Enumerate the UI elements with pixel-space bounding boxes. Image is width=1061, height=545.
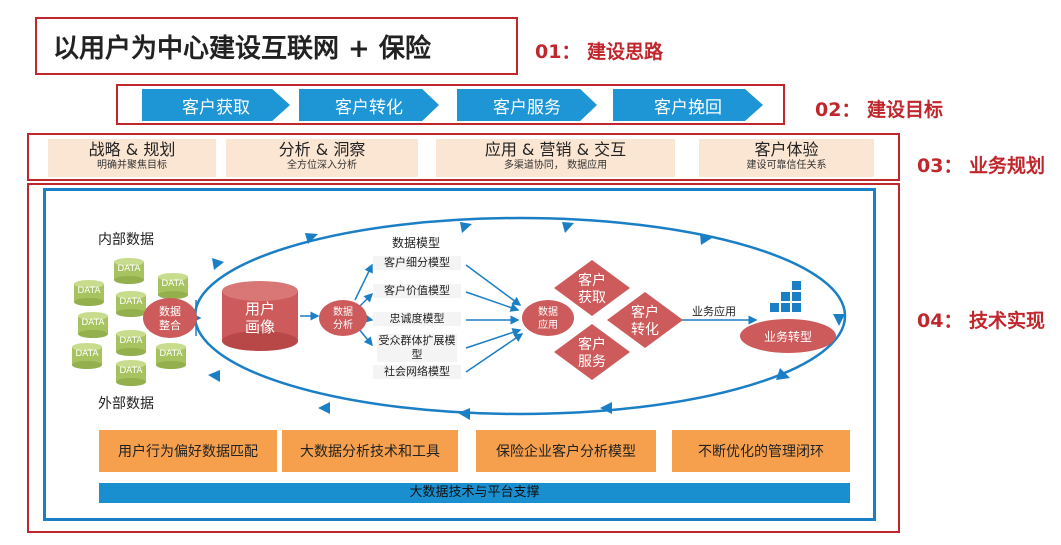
transform-text: 业务转型 [764,329,812,344]
convert-text-2: 转化 [631,322,659,338]
page-title: 以用户为中心建设互联网 + 保险 [53,34,431,64]
goal-service: 客户服务 [457,89,597,121]
acquire-text-2: 获取 [578,290,606,306]
data-label: DATA [119,366,143,376]
plan-subtitle: 全方位深入分析 [287,160,357,171]
acquire-diamond [554,260,630,316]
goals-box [116,84,785,125]
data-label: DATA [75,349,99,359]
data-label: DATA [77,286,101,296]
tech-inner-frame [43,188,876,521]
section-label-4: 04： 技术实现 [917,310,1046,332]
data-label: DATA [119,336,143,346]
data-cylinders [72,258,188,386]
integrate-text-2: 整合 [159,318,181,332]
platform-bar: 大数据技术与平台支撑 [99,483,850,503]
planning-box [27,133,900,181]
tech-box-behavior: 用户行为偏好数据匹配 [99,430,277,472]
convert-text-1: 客户 [631,304,659,321]
data-label: DATA [117,264,141,274]
analysis-text-1: 数据 [333,305,353,318]
data-label: DATA [119,297,143,307]
goal-winback: 客户挽回 [613,89,763,121]
data-cylinder-labels: DATA DATA DATA DATA DATA DATA DATA DATA … [75,264,185,376]
plan-card-application: 应用 & 营销 & 交互 多渠道协同， 数据应用 [436,139,675,177]
models-title: 数据模型 [392,236,441,250]
application-circle [522,300,574,336]
section-label-1: 01： 建设思路 [535,41,664,63]
model-segmentation: 客户细分模型 [373,256,461,270]
application-text-1: 数据 [538,305,558,318]
plan-title: 战略 & 规划 [88,140,176,159]
goal-convert: 客户转化 [299,89,439,121]
convert-diamond [607,292,683,348]
business-app-label: 业务应用 [692,305,736,318]
internal-data-label: 内部数据 [98,232,154,248]
model-loyalty: 忠诚度模型 [373,312,461,326]
plan-card-analysis: 分析 & 洞察 全方位深入分析 [226,139,418,177]
user-portrait-cylinder [222,281,298,351]
plan-card-strategy: 战略 & 规划 明确并聚焦目标 [48,139,216,177]
tech-box-model: 保险企业客户分析模型 [476,430,656,472]
service-diamond [554,324,630,380]
integrate-text-1: 数据 [159,304,181,318]
analysis-text-2: 分析 [333,318,353,331]
model-value: 客户价值模型 [373,284,461,298]
goal-acquire: 客户获取 [142,89,290,121]
tech-box-bigdata: 大数据分析技术和工具 [282,430,458,472]
section-label-3: 03： 业务规划 [917,155,1046,177]
transform-ellipse [740,319,836,353]
plan-subtitle: 建设可靠信任关系 [746,160,827,171]
application-text-2: 应用 [538,318,558,331]
data-label: DATA [81,318,105,328]
plan-card-experience: 客户体验 建设可靠信任关系 [699,139,874,177]
integrate-circle [143,298,197,338]
analysis-circle [319,300,367,336]
plan-title: 客户体验 [754,140,819,159]
service-text-1: 客户 [578,336,606,353]
section-label-2: 02： 建设目标 [815,99,944,121]
service-text-2: 服务 [578,354,606,370]
tech-box-loop: 不断优化的管理闭环 [672,430,850,472]
portrait-text-1: 用户 [245,300,275,318]
tech-outer-box [27,183,900,533]
portrait-text-2: 画像 [245,318,275,336]
data-label: DATA [161,279,185,289]
transform-cubes-icon [770,281,801,312]
plan-subtitle: 明确并聚焦目标 [97,160,167,171]
model-social: 社会网络模型 [373,365,461,379]
external-data-label: 外部数据 [98,396,154,412]
acquire-text-1: 客户 [578,272,606,289]
plan-subtitle: 多渠道协同， 数据应用 [503,160,608,171]
plan-title: 分析 & 洞察 [278,140,366,159]
loop-arrowheads [208,222,845,420]
title-box [35,17,518,75]
model-audience: 受众群体扩展模型 [377,334,457,362]
plan-title: 应用 & 营销 & 交互 [484,140,627,159]
data-label: DATA [159,349,183,359]
